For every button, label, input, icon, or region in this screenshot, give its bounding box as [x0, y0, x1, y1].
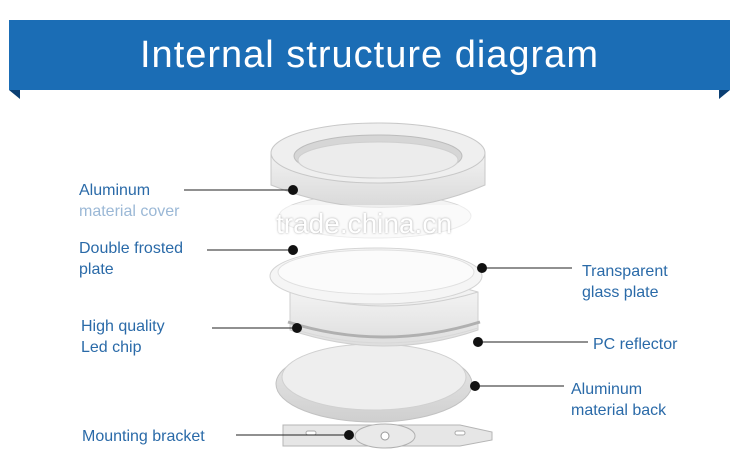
- watermark-band: [80, 205, 500, 241]
- callout-dot-frosted: [288, 245, 298, 255]
- aluminum-back-part: [275, 343, 473, 423]
- label-double-frosted: Double frosted plate: [79, 240, 184, 278]
- callout-dot-reflector: [473, 337, 483, 347]
- led-chip-part: [287, 320, 481, 344]
- label-mounting-bracket: Mounting bracket: [82, 428, 205, 445]
- label-pc-reflector: PC reflector: [593, 336, 678, 353]
- banner-fold-left: [9, 90, 20, 99]
- label-transparent-glass: Transparent glass plate: [582, 263, 668, 301]
- callout-dot-bracket: [344, 430, 354, 440]
- mounting-bracket-part: [282, 423, 493, 449]
- transparent-glass-part: [269, 247, 483, 305]
- watermark: trade.china.cn: [276, 208, 452, 239]
- label-aluminum-cover: Aluminum material cover: [79, 182, 180, 220]
- banner-fold-right: [719, 90, 730, 99]
- leader-lines: [184, 189, 588, 436]
- callout-dots: [288, 185, 487, 440]
- callout-dot-glass: [477, 263, 487, 273]
- aluminum-cover-part: [270, 122, 486, 208]
- callout-dot-back: [470, 381, 480, 391]
- callout-dot-led: [292, 323, 302, 333]
- title-banner: [9, 20, 730, 90]
- diagram-title: Internal structure diagram: [140, 34, 599, 76]
- label-aluminum-back: Aluminum material back: [571, 381, 667, 419]
- label-led-chip: High quality Led chip: [81, 318, 165, 356]
- callout-dot-cover: [288, 185, 298, 195]
